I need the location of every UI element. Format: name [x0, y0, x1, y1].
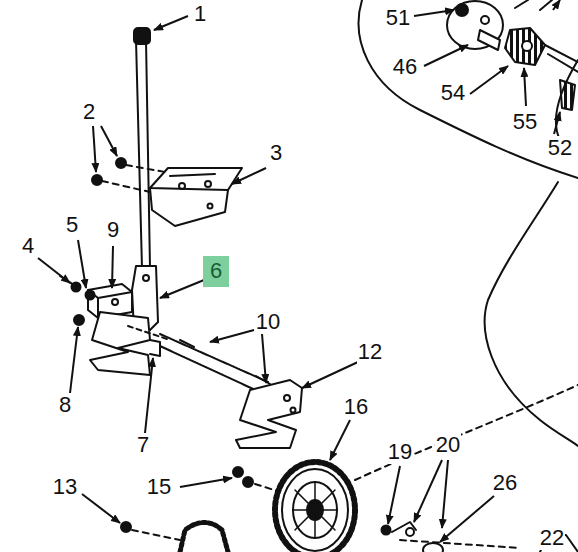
callout-number: 19	[387, 440, 413, 464]
callout-number: 20	[435, 433, 461, 457]
callout-number: 6	[210, 259, 222, 283]
callout-number: 4	[21, 234, 35, 258]
callout-number: 16	[343, 395, 369, 419]
callout-number: 26	[492, 471, 518, 495]
callout-number: 55	[512, 110, 538, 134]
callout-number: 10	[255, 310, 281, 334]
callout-number: 22	[539, 526, 565, 550]
callout-number: 12	[357, 340, 383, 364]
callout-number: 8	[58, 393, 72, 417]
callout-number: 7	[136, 433, 150, 457]
callout-number: 13	[52, 475, 78, 499]
callout-number: 51	[385, 6, 411, 30]
callout-number: 2	[82, 100, 96, 124]
callout-number: 52	[547, 136, 573, 160]
callout-number: 9	[106, 218, 120, 242]
callout-number: 1	[193, 2, 207, 26]
callout-number: 54	[440, 81, 466, 105]
callout-number: 5	[65, 213, 79, 237]
callout-number: 46	[392, 55, 418, 79]
callout-number: 3	[269, 141, 283, 165]
highlight-box: 6	[203, 256, 229, 287]
callout-number: 15	[146, 475, 172, 499]
